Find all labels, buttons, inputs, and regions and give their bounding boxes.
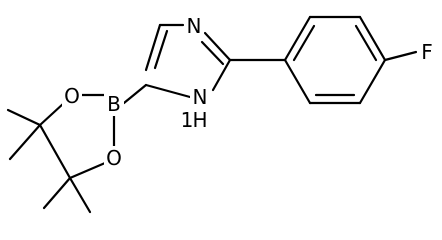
atom-o-upper-label: O [64,84,80,108]
atom-o-upper: O [62,84,82,108]
atom-n-top-bg [184,14,204,38]
atom-nh-1-label: 1 [181,108,194,132]
bond-ph6-ph1 [283,58,312,105]
atom-nh-bg [190,86,210,108]
bond-methyl-1 [6,108,42,127]
bond-c5-c2-double [200,40,225,66]
atom-o-upper-bg [62,84,82,108]
atom-o-lower-bg [104,146,124,170]
bond-c-b [122,83,148,105]
bond-ph1-ph2-inner [292,24,316,62]
atom-labels: N N H 1 F B O O [62,14,437,170]
bond-ph3-ph4 [358,15,387,62]
bonds [6,15,418,214]
bond-n1-c3 [144,83,192,99]
bond-o-upper-c [38,101,66,127]
bond-c-c-ring [38,123,72,180]
bond-methyl-4 [68,176,92,214]
atom-n-top: N [184,14,204,38]
atom-nh: N H 1 [181,85,210,132]
atom-boron: B [104,92,124,116]
atom-n-top-label: N [187,14,202,38]
atom-fluorine-bg [417,40,437,64]
bond-ph3-ph4-inner [354,24,378,62]
atom-boron-label: B [107,92,121,116]
bond-ph4-ph5 [358,58,387,105]
bond-c5-c2 [203,31,232,62]
atom-boron-bg [104,92,124,116]
bond-c4-n3 [144,23,162,72]
bond-ph1-ph2 [283,15,312,62]
chemical-structure: N N H 1 F B O O [6,14,437,214]
bond-c-o-lower [68,161,107,180]
bond-methyl-2 [8,123,42,161]
atom-nh-h-label: H [192,108,207,132]
bond-c2-n1 [211,58,232,92]
bond-c4-n3-double [153,29,169,70]
bond-methyl-3 [42,176,72,210]
atom-nh-n-label: N [193,85,208,109]
atom-fluorine-label: F [421,40,433,64]
bond-ph4-f [383,50,418,62]
atom-fluorine: F [417,40,437,64]
atom-o-lower-label: O [106,146,122,170]
atom-o-lower: O [104,146,124,170]
